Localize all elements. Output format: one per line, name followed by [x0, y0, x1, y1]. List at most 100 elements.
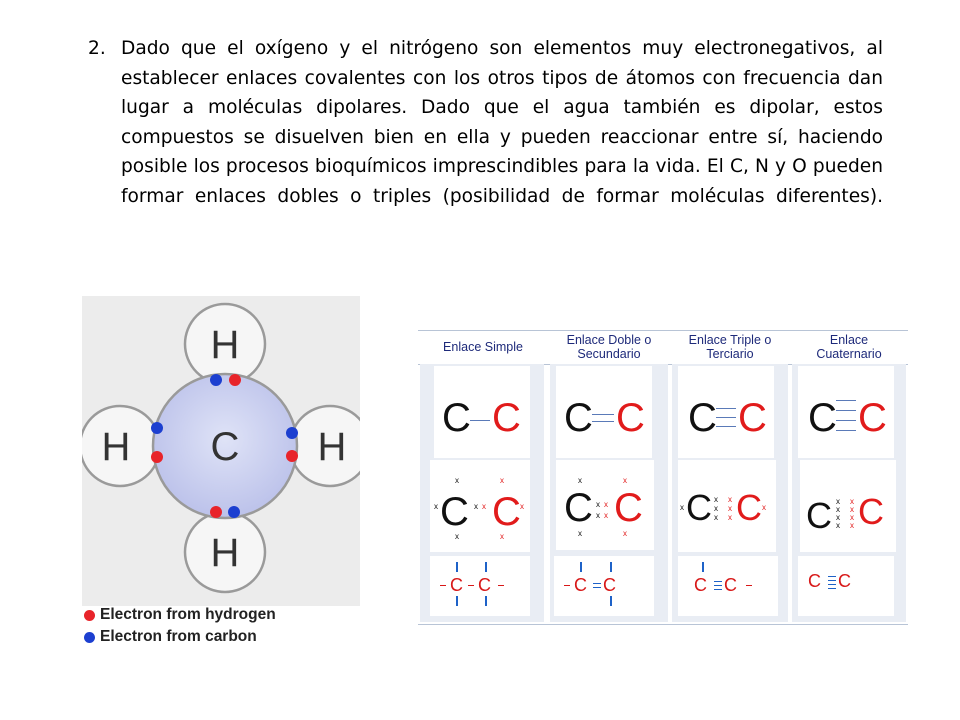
legend: Electron from hydrogen Electron from car…: [84, 604, 276, 648]
carbon-left: C: [440, 490, 469, 534]
electron-x: x: [836, 513, 840, 522]
carbon-right: C: [738, 396, 767, 440]
divider: [418, 330, 908, 331]
carbon-left: C: [564, 396, 593, 440]
carbon-right: C: [603, 575, 616, 595]
legend-item-hydrogen: Electron from hydrogen: [84, 604, 276, 626]
electron-hydrogen: [210, 506, 222, 518]
electron-x: x: [520, 502, 524, 511]
electron-x: x: [500, 532, 504, 541]
carbon-right: C: [724, 575, 737, 595]
methane-diagram: H H H H C: [82, 296, 360, 606]
electron-x: x: [455, 532, 459, 541]
triple-bond-line: [716, 408, 736, 409]
carbon-left: C: [686, 487, 712, 528]
bond-card: [678, 460, 776, 552]
electron-x: x: [434, 502, 438, 511]
electron-x: x: [455, 476, 459, 485]
triple-bond-line: [714, 589, 722, 590]
electron-carbon: [151, 422, 163, 434]
triple-bond-line: [714, 581, 722, 582]
bond-types-table: Enlace Simple Enlace Doble o Secundario …: [418, 328, 908, 626]
bond-bar: [456, 596, 458, 606]
bond-bar: [485, 596, 487, 606]
quadruple-bond-line: [828, 576, 836, 577]
legend-label: Electron from carbon: [100, 628, 257, 645]
electron-x: x: [762, 503, 766, 512]
carbon-left: C: [574, 575, 587, 595]
electron-x: x: [623, 476, 627, 485]
carbon-left: C: [808, 571, 821, 591]
double-bond-line: [593, 587, 601, 588]
header-triple: Enlace Triple o Terciario: [688, 333, 772, 361]
electron-x: x: [578, 476, 582, 485]
carbon-left: C: [688, 396, 717, 440]
quadruple-bond-line: [836, 410, 856, 411]
electron-x: x: [623, 529, 627, 538]
electron-carbon: [286, 427, 298, 439]
bond-card: [556, 460, 654, 550]
carbon-left: C: [808, 396, 837, 440]
electron-x: x: [474, 502, 478, 511]
quadruple-bond-line: [836, 400, 856, 401]
header-simple: Enlace Simple: [443, 340, 523, 354]
carbon-right: C: [736, 487, 762, 528]
electron-x: x: [728, 513, 732, 522]
carbon-left: C: [442, 396, 471, 440]
electron-carbon: [210, 374, 222, 386]
electron-x: x: [836, 497, 840, 506]
bond-bar: [702, 562, 704, 572]
header-double: Enlace Doble o Secundario: [566, 333, 652, 361]
electron-x: x: [500, 476, 504, 485]
carbon-right: C: [858, 491, 884, 532]
electron-x: x: [596, 511, 600, 520]
quadruple-bond-line: [828, 580, 836, 581]
legend-label: Electron from hydrogen: [100, 606, 276, 623]
electron-hydrogen: [229, 374, 241, 386]
list-number: 2.: [88, 38, 106, 59]
bond-card: [798, 556, 894, 616]
electron-hydrogen: [286, 450, 298, 462]
electron-x: x: [578, 529, 582, 538]
electron-x: x: [680, 503, 684, 512]
bond-card: [678, 556, 778, 616]
paragraph-text: Dado que el oxígeno y el nitrógeno son e…: [121, 38, 883, 207]
double-bond-line: [592, 414, 614, 415]
electron-x: x: [604, 511, 608, 520]
bond-card: [556, 366, 652, 458]
electron-x: x: [850, 513, 854, 522]
bond-dash: [440, 585, 446, 586]
electron-x: x: [714, 495, 718, 504]
h-label: H: [211, 531, 240, 575]
triple-bond-line: [716, 426, 736, 427]
blue-dot-icon: [84, 631, 95, 643]
header-quadruple: Enlace Cuaternario: [816, 333, 882, 361]
bond-bar: [610, 562, 612, 572]
bond-dash: [498, 585, 504, 586]
quadruple-bond-line: [828, 584, 836, 585]
carbon-right: C: [616, 396, 645, 440]
electron-x: x: [714, 513, 718, 522]
carbon-left: C: [450, 575, 463, 595]
red-dot-icon: [84, 609, 95, 621]
bond-card: [430, 460, 530, 552]
single-bond-line: [470, 420, 490, 421]
bond-bar: [456, 562, 458, 572]
electron-x: x: [604, 500, 608, 509]
bond-card: [798, 366, 894, 458]
electron-hydrogen: [151, 451, 163, 463]
electron-x: x: [596, 500, 600, 509]
bond-dash: [468, 585, 474, 586]
carbon-right: C: [614, 486, 643, 530]
quadruple-bond-line: [836, 430, 856, 431]
bond-dash: [746, 585, 752, 586]
electron-x: x: [482, 502, 486, 511]
paragraph: 2. Dado que el oxígeno y el nitrógeno so…: [88, 34, 883, 241]
bond-bar: [580, 562, 582, 572]
h-label: H: [102, 425, 131, 469]
bond-card: [678, 366, 774, 458]
h-label: H: [318, 425, 347, 469]
h-label: H: [211, 323, 240, 367]
carbon-right: C: [858, 396, 887, 440]
electron-x: x: [850, 521, 854, 530]
